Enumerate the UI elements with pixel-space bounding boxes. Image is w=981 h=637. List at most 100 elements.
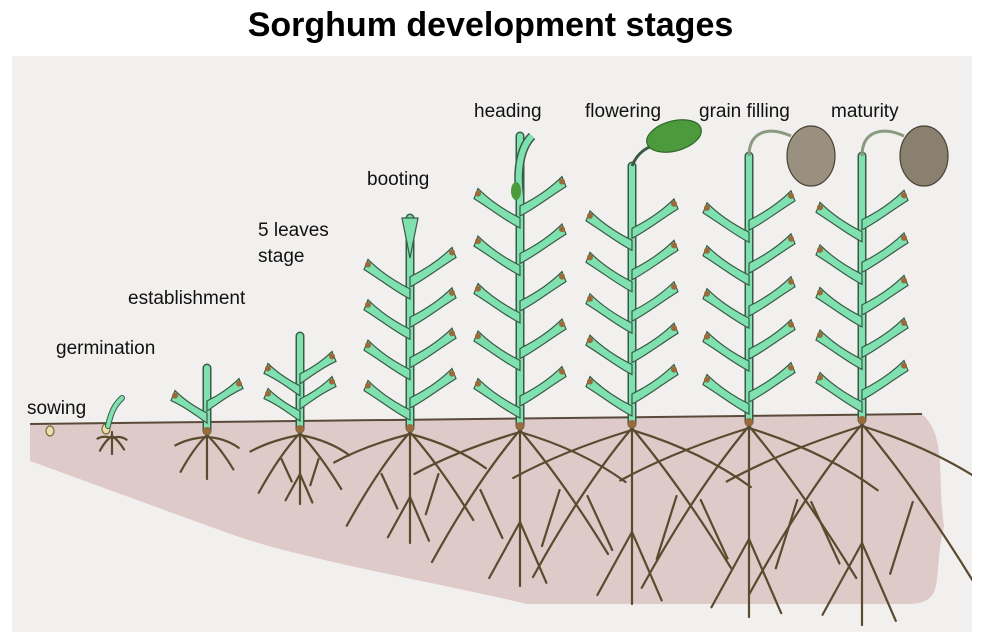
crown-node — [745, 418, 753, 426]
leaf — [815, 371, 863, 413]
leaf-tip — [449, 330, 455, 337]
leaf-tip — [475, 333, 481, 340]
stage-label-7: flowering — [585, 101, 661, 122]
leaf — [409, 367, 457, 409]
illustration-panel: sowing germination establishment 5 leaves st… — [12, 56, 981, 632]
leaf — [702, 201, 750, 244]
leaf — [206, 377, 244, 413]
leaf — [815, 201, 863, 243]
leaf-tip — [704, 290, 710, 297]
leaf-tip — [901, 192, 907, 199]
leaf-tip — [704, 376, 710, 383]
leaf — [263, 387, 301, 423]
stage-label-5: booting — [367, 169, 429, 190]
leaf — [702, 244, 750, 287]
leaf — [631, 280, 679, 323]
stage-label-4: stage — [258, 246, 304, 267]
leaf — [363, 298, 411, 341]
leaf — [702, 373, 750, 415]
leaf — [519, 318, 567, 360]
stage-label-6: heading — [474, 101, 542, 122]
leaf-tip — [704, 204, 710, 211]
plant-stage-2 — [101, 395, 125, 435]
leaf — [473, 235, 521, 277]
leaf-tip — [704, 333, 710, 340]
leaf-tip — [587, 295, 593, 302]
leaf-tip — [265, 390, 271, 397]
leaf — [585, 292, 633, 335]
leaf — [861, 316, 909, 359]
plant-stage-3 — [170, 363, 244, 436]
leaf-tip — [449, 289, 455, 296]
root-system-9 — [725, 418, 981, 627]
leaf — [519, 270, 567, 312]
leaf — [585, 251, 633, 293]
leaf-tip — [587, 212, 593, 219]
stage-label-3: establishment — [128, 288, 246, 309]
crown-node — [203, 427, 211, 435]
leaf-tip — [587, 254, 593, 261]
flowering-panicle — [646, 119, 702, 153]
leaf-tip — [587, 378, 593, 385]
plant-stage-7 — [585, 119, 702, 429]
leaf — [263, 362, 301, 397]
leaf — [748, 275, 796, 318]
leaf-tip — [559, 321, 565, 328]
leaf-tip — [817, 289, 823, 296]
leaf-tip — [901, 277, 907, 284]
diagram-title: Sorghum development stages — [247, 6, 734, 44]
leaf — [748, 189, 796, 232]
stage-label-4: 5 leaves — [258, 220, 329, 241]
plant-stage-6 — [473, 131, 567, 431]
leaf — [815, 286, 863, 328]
sprout-shoot — [106, 396, 124, 428]
leaf-tip — [329, 353, 335, 360]
leaf-tip — [901, 320, 907, 327]
grain-panicle — [899, 125, 949, 187]
plants-layer — [45, 119, 949, 437]
leaf — [631, 322, 679, 364]
peduncle — [747, 129, 792, 157]
emerging-panicle — [511, 182, 521, 200]
roots-layer — [96, 418, 981, 627]
leaf-tip — [365, 382, 371, 389]
leaf — [363, 379, 411, 421]
seed-icon — [45, 425, 55, 437]
leaf-tip — [559, 273, 565, 280]
stage-label-1: sowing — [27, 398, 86, 419]
peduncle — [860, 129, 905, 157]
leaf — [519, 365, 567, 407]
leaf-tip — [817, 374, 823, 381]
leaf-tip — [329, 378, 335, 385]
leaf — [519, 175, 567, 217]
leaf-tip — [788, 192, 794, 199]
ground-line — [29, 413, 923, 425]
leaf — [748, 318, 796, 361]
leaf-tip — [365, 342, 371, 349]
leaf — [585, 334, 633, 376]
root-system-4 — [249, 427, 351, 506]
leaf-tip — [365, 261, 371, 268]
leaf-tip — [265, 365, 271, 372]
leaf — [748, 361, 796, 403]
leaf-tip — [475, 238, 481, 245]
leaf-tip — [671, 242, 677, 249]
soil-region — [30, 414, 944, 604]
leaf-tip — [172, 392, 178, 399]
leaf — [631, 363, 679, 405]
leaf — [815, 328, 863, 371]
leaf — [519, 223, 567, 265]
leaf-tip — [788, 321, 794, 328]
root-system-7 — [512, 422, 752, 606]
leaf-tip — [587, 337, 593, 344]
leaf-tip — [788, 235, 794, 242]
leaf — [299, 375, 337, 411]
crown-node — [628, 420, 636, 428]
leaf — [409, 246, 457, 288]
leaf — [815, 243, 863, 286]
crown-node — [516, 422, 524, 430]
plant-stage-1 — [45, 425, 55, 437]
plant-stage-5 — [363, 213, 457, 433]
leaf-tip — [901, 234, 907, 241]
stage-label-2: germination — [56, 338, 155, 359]
